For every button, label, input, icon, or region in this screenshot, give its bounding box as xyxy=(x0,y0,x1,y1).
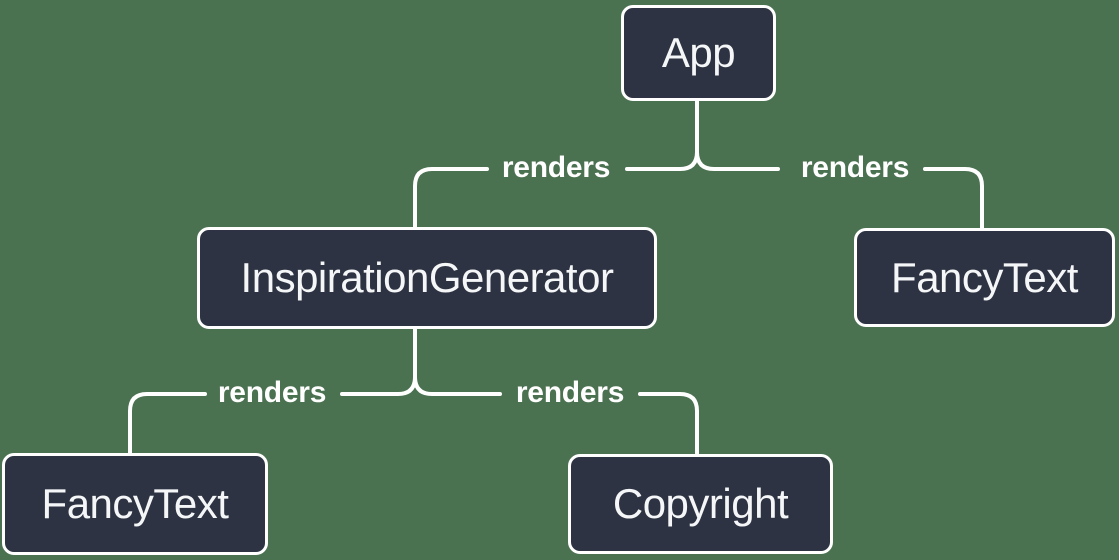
edge-to-fancytext-top-line xyxy=(923,167,984,232)
edge-app-right-branch-line xyxy=(695,150,780,171)
node-inspiration-generator: InspirationGenerator xyxy=(197,227,657,329)
node-fancy-text-top: FancyText xyxy=(854,228,1115,327)
node-inspiration-generator-label: InspirationGenerator xyxy=(240,254,614,301)
edge-label-inspgen-fancytext: renders xyxy=(217,376,327,409)
edge-inspgen-stem-left-branch-line xyxy=(340,327,417,396)
edge-to-copyright-line xyxy=(638,392,699,458)
node-app-label: App xyxy=(661,29,736,76)
node-fancy-text-top-label: FancyText xyxy=(891,253,1078,301)
edge-label-app-fancytext: renders xyxy=(800,151,910,184)
edge-label-inspgen-copyright: renders xyxy=(515,376,625,409)
edge-app-stem-left-branch-line xyxy=(625,99,699,171)
edge-label-app-inspirationgenerator: renders xyxy=(501,151,611,184)
node-fancy-text-bottom: FancyText xyxy=(2,453,268,555)
node-app: App xyxy=(621,5,776,101)
edge-inspgen-right-branch-line xyxy=(413,375,502,396)
edge-to-inspirationgenerator-line xyxy=(413,167,489,231)
node-fancy-text-bottom-label: FancyText xyxy=(41,480,229,527)
node-copyright: Copyright xyxy=(568,454,833,554)
edge-to-fancytext-bottom-line xyxy=(128,392,207,457)
node-copyright-label: Copyright xyxy=(612,480,789,527)
